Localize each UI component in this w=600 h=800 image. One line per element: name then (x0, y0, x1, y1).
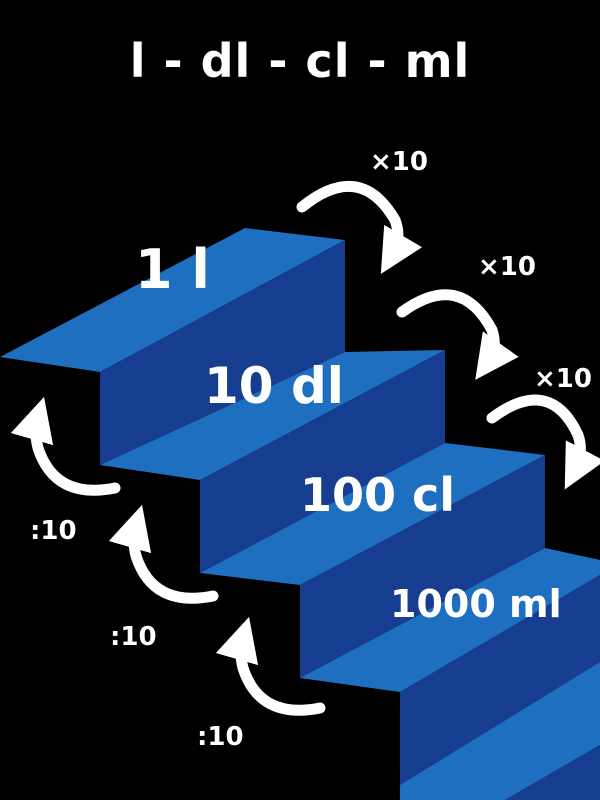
divide-arrows (10, 396, 326, 716)
step-4 (300, 548, 600, 785)
multiply-label: ×10 (534, 364, 592, 394)
step-label-deciliter: 10 dl (204, 357, 344, 415)
curved-arrow-down-right-icon (396, 289, 519, 380)
step-5-tread (400, 662, 600, 800)
step-3-tread (200, 443, 545, 585)
multiply-arrows (296, 180, 600, 490)
curved-arrow-up-left-icon (10, 396, 121, 496)
page-title: l - dl - cl - ml (129, 34, 471, 88)
step-1-tread (0, 228, 345, 372)
step-2 (100, 350, 445, 573)
step-4-tread (300, 548, 600, 692)
step-1 (0, 228, 345, 465)
multiply-label: ×10 (370, 147, 428, 177)
curved-arrow-up-left-icon (108, 504, 219, 604)
step-5-riser (505, 745, 600, 800)
multiply-label: ×10 (478, 252, 536, 282)
divide-label: :10 (30, 516, 77, 546)
step-3 (200, 443, 545, 678)
step-1-riser (100, 240, 345, 465)
step-label-centiliter: 100 cl (300, 468, 456, 522)
step-5 (400, 662, 600, 800)
step-label-liter: 1 l (135, 238, 210, 301)
step-4-riser (400, 575, 600, 785)
step-2-riser (200, 350, 445, 573)
curved-arrow-up-left-icon (215, 616, 326, 716)
step-label-milliliter: 1000 ml (390, 582, 562, 626)
divide-label: :10 (110, 622, 157, 652)
step-3-riser (300, 455, 545, 678)
divide-label: :10 (197, 722, 244, 752)
curved-arrow-down-right-icon (486, 394, 600, 490)
curved-arrow-down-right-icon (296, 180, 423, 274)
step-2-tread (100, 350, 445, 480)
